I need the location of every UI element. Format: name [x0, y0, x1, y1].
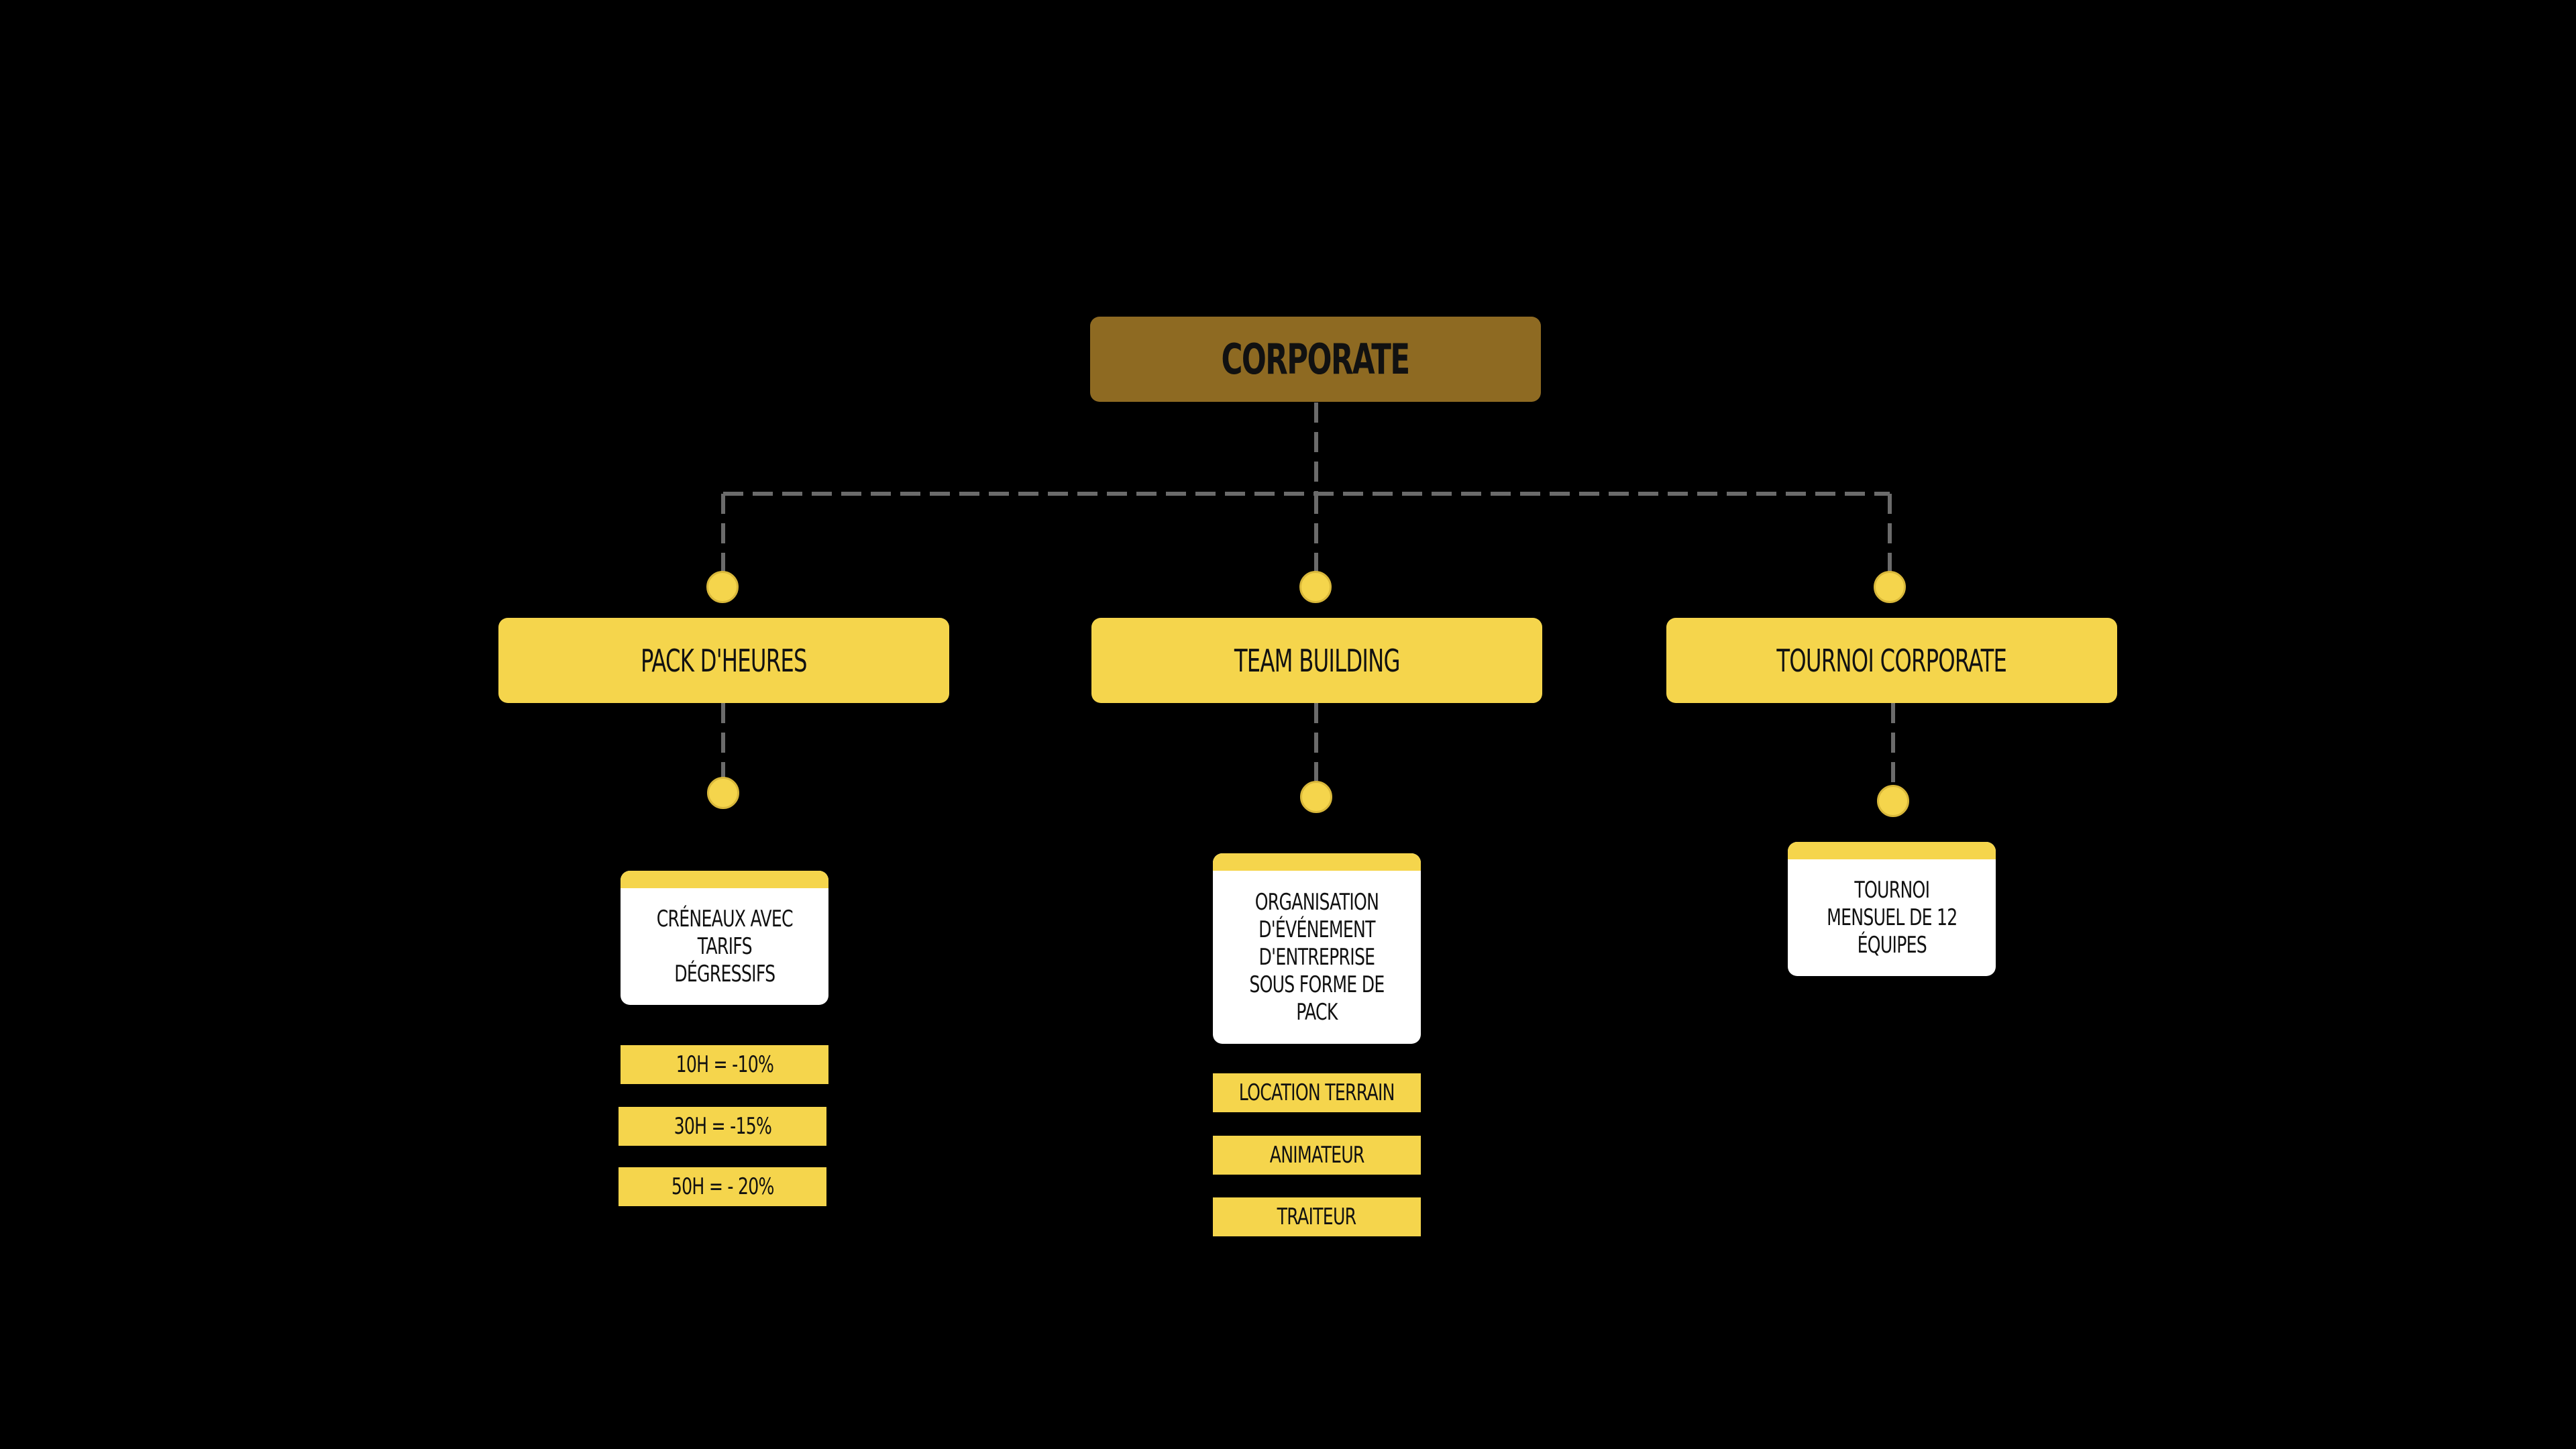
- detail-card-tournoi: TOURNOI MENSUEL DE 12 ÉQUIPES: [1788, 842, 1996, 976]
- connector-dot-team-detail: [1300, 781, 1332, 813]
- category-node-pack-heures: PACK D'HEURES: [498, 618, 949, 703]
- connector-dot-pack: [706, 571, 739, 603]
- connector-dot-tournoi: [1874, 571, 1906, 603]
- detail-card-text: ORGANISATION D'ÉVÉNEMENT D'ENTREPRISE SO…: [1249, 888, 1385, 1026]
- category-label: TEAM BUILDING: [1234, 642, 1401, 679]
- tag-pack-10h: 10H = -10%: [621, 1045, 828, 1084]
- connector-dot-pack-detail: [707, 777, 739, 809]
- tag-team-traiteur: TRAITEUR: [1213, 1197, 1421, 1236]
- category-node-team-building: TEAM BUILDING: [1091, 618, 1542, 703]
- category-label: PACK D'HEURES: [641, 642, 808, 679]
- category-label: TOURNOI CORPORATE: [1776, 642, 2008, 679]
- root-node-corporate: CORPORATE: [1090, 317, 1541, 402]
- detail-card-pack: CRÉNEAUX AVEC TARIFS DÉGRESSIFS: [621, 871, 828, 1005]
- root-node-label: CORPORATE: [1221, 335, 1411, 384]
- tag-pack-50h: 50H = - 20%: [619, 1167, 826, 1206]
- tag-pack-30h: 30H = -15%: [619, 1107, 826, 1146]
- connector-dot-tournoi-detail: [1877, 785, 1909, 817]
- detail-card-text: CRÉNEAUX AVEC TARIFS DÉGRESSIFS: [656, 905, 793, 987]
- connector-dot-team: [1299, 571, 1332, 603]
- card-header-strip: [1788, 842, 1996, 859]
- category-node-tournoi-corporate: TOURNOI CORPORATE: [1666, 618, 2117, 703]
- card-header-strip: [1213, 853, 1421, 871]
- tag-team-location-terrain: LOCATION TERRAIN: [1213, 1073, 1421, 1112]
- detail-card-text: TOURNOI MENSUEL DE 12 ÉQUIPES: [1826, 876, 1957, 959]
- detail-card-team: ORGANISATION D'ÉVÉNEMENT D'ENTREPRISE SO…: [1213, 853, 1421, 1044]
- tag-team-animateur: ANIMATEUR: [1213, 1136, 1421, 1175]
- card-header-strip: [621, 871, 828, 888]
